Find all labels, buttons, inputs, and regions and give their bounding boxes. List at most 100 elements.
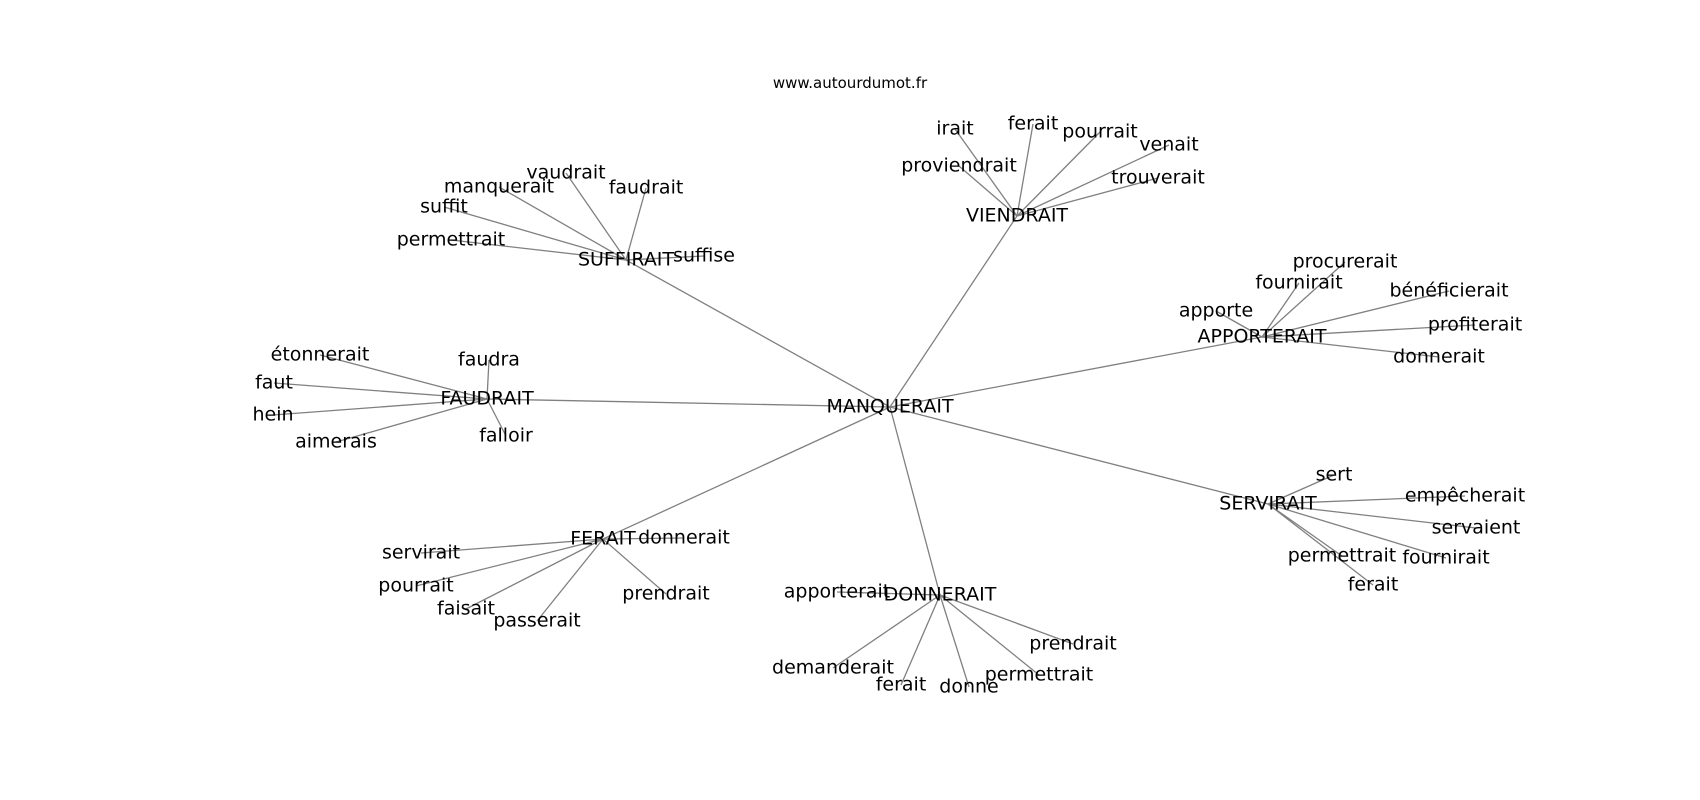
leaf-node-faudrait-0: étonnerait <box>271 344 370 366</box>
leaf-node-apporterait-0: procurerait <box>1293 251 1398 273</box>
leaf-node-donnerait-2: demanderait <box>772 657 894 679</box>
leaf-node-apporterait-4: profiterait <box>1428 314 1522 336</box>
edge-viendrait-leaf-1 <box>1016 123 1034 217</box>
edge-suffirait-leaf-4 <box>450 239 627 261</box>
edge-donnerait-leaf-1 <box>939 594 1074 645</box>
edge-donnerait-leaf-0 <box>836 591 941 596</box>
hub-node-donnerait: DONNERAIT <box>884 584 997 606</box>
leaf-node-suffirait-2: faudrait <box>609 177 684 199</box>
edges <box>272 123 1477 688</box>
edge-ferait-leaf-1 <box>420 538 604 554</box>
leaf-node-faudrait-1: faudra <box>458 349 520 371</box>
leaf-node-suffirait-4: permettrait <box>397 229 506 251</box>
center-node: MANQUERAIT <box>826 396 954 418</box>
edge-ferait-leaf-2 <box>415 538 604 587</box>
leaf-node-viendrait-2: pourrait <box>1062 121 1137 143</box>
leaf-node-apporterait-3: apporte <box>1179 300 1253 322</box>
edge-center-ferait <box>602 406 891 540</box>
edge-apporterait-leaf-3 <box>1215 310 1263 338</box>
leaf-node-ferait-5: prendrait <box>622 583 709 605</box>
edge-faudrait-leaf-1 <box>486 359 490 400</box>
edge-donnerait-leaf-2 <box>832 594 941 669</box>
edge-donnerait-leaf-5 <box>939 594 1040 676</box>
edge-center-servirait <box>889 406 1269 505</box>
leaf-node-faudrait-2: faut <box>255 372 293 394</box>
edge-viendrait-leaf-0 <box>954 128 1018 217</box>
leaf-node-ferait-4: passerait <box>493 610 580 632</box>
leaf-node-donnerait-0: apporterait <box>784 581 891 603</box>
edge-faudrait-leaf-0 <box>319 354 488 400</box>
edge-ferait-leaf-3 <box>465 538 604 610</box>
hub-node-viendrait: VIENDRAIT <box>966 205 1068 227</box>
edge-apporterait-leaf-2 <box>1261 290 1450 338</box>
leaf-node-servirait-2: servaient <box>1432 517 1521 539</box>
edge-servirait-leaf-0 <box>1267 474 1335 505</box>
leaf-node-viendrait-4: proviendrait <box>901 155 1017 177</box>
edge-suffirait-leaf-2 <box>625 187 647 261</box>
edge-ferait-leaf-4 <box>536 538 604 622</box>
leaf-node-viendrait-3: venait <box>1139 134 1198 156</box>
leaf-node-servirait-1: empêcherait <box>1405 485 1525 507</box>
hub-node-apporterait: APPORTERAIT <box>1198 326 1327 348</box>
leaf-node-servirait-3: permettrait <box>1288 545 1397 567</box>
edge-donnerait-leaf-4 <box>939 594 970 688</box>
edge-center-suffirait <box>625 259 891 408</box>
edge-suffirait-leaf-5 <box>625 255 705 261</box>
edge-viendrait-leaf-2 <box>1016 131 1101 217</box>
leaf-node-viendrait-1: ferait <box>1008 113 1059 135</box>
leaf-node-servirait-5: ferait <box>1348 574 1399 596</box>
leaf-node-faudrait-3: hein <box>252 404 293 426</box>
edge-apporterait-leaf-5 <box>1261 336 1440 358</box>
leaf-node-ferait-2: pourrait <box>378 575 453 597</box>
edge-servirait-leaf-1 <box>1267 495 1466 505</box>
leaf-node-suffirait-1: manquerait <box>444 176 554 198</box>
leaf-node-suffirait-3: suffit <box>420 196 468 218</box>
leaf-node-faudrait-4: aimerais <box>295 431 377 453</box>
edge-servirait-leaf-2 <box>1267 503 1477 529</box>
leaf-node-ferait-1: servirait <box>382 542 460 564</box>
leaf-node-faudrait-5: falloir <box>479 425 533 447</box>
leaf-node-viendrait-0: irait <box>936 118 973 140</box>
edge-servirait-leaf-5 <box>1267 503 1374 586</box>
edge-ferait-leaf-5 <box>602 538 667 595</box>
leaf-node-apporterait-2: bénéficierait <box>1389 280 1508 302</box>
edge-viendrait-leaf-5 <box>1016 177 1159 217</box>
leaf-node-donnerait-4: donne <box>939 676 998 698</box>
leaf-node-ferait-0: donnerait <box>638 527 730 549</box>
edge-apporterait-leaf-1 <box>1261 282 1300 338</box>
leaf-node-donnerait-3: ferait <box>876 674 927 696</box>
edge-suffirait-leaf-1 <box>498 186 627 261</box>
edge-faudrait-leaf-4 <box>335 398 488 443</box>
edge-faudrait-leaf-2 <box>273 382 488 400</box>
leaf-node-donnerait-5: permettrait <box>985 664 1094 686</box>
edge-center-faudrait <box>486 398 891 408</box>
leaf-node-ferait-3: faisait <box>437 598 495 620</box>
leaf-node-apporterait-1: fournirait <box>1255 272 1342 294</box>
edge-center-donnerait <box>889 406 941 596</box>
leaf-node-viendrait-5: trouverait <box>1111 167 1205 189</box>
edge-viendrait-leaf-4 <box>958 165 1018 217</box>
edge-center-apporterait <box>889 336 1263 408</box>
edge-faudrait-leaf-3 <box>272 398 488 416</box>
leaf-node-servirait-0: sert <box>1316 464 1353 486</box>
hub-node-suffirait: SUFFIRAIT <box>578 249 674 271</box>
edge-donnerait-leaf-3 <box>900 594 941 686</box>
hub-node-faudrait: FAUDRAIT <box>440 388 534 410</box>
leaf-node-servirait-4: fournirait <box>1402 547 1489 569</box>
edge-center-viendrait <box>889 215 1018 408</box>
leaf-node-apporterait-5: donnerait <box>1393 346 1485 368</box>
edge-suffirait-leaf-0 <box>565 172 627 261</box>
source-label: www.autourdumot.fr <box>773 74 928 92</box>
edge-servirait-leaf-4 <box>1267 503 1447 559</box>
leaf-node-donnerait-1: prendrait <box>1029 633 1116 655</box>
hub-node-servirait: SERVIRAIT <box>1219 493 1317 515</box>
hub-node-ferait: FERAIT <box>570 528 636 550</box>
edge-suffirait-leaf-3 <box>443 206 627 261</box>
leaf-node-suffirait-5: suffise <box>673 245 735 267</box>
edge-servirait-leaf-3 <box>1267 503 1343 557</box>
leaf-node-suffirait-0: vaudrait <box>526 162 605 184</box>
edge-viendrait-leaf-3 <box>1016 144 1170 217</box>
edge-faudrait-leaf-5 <box>486 398 507 437</box>
